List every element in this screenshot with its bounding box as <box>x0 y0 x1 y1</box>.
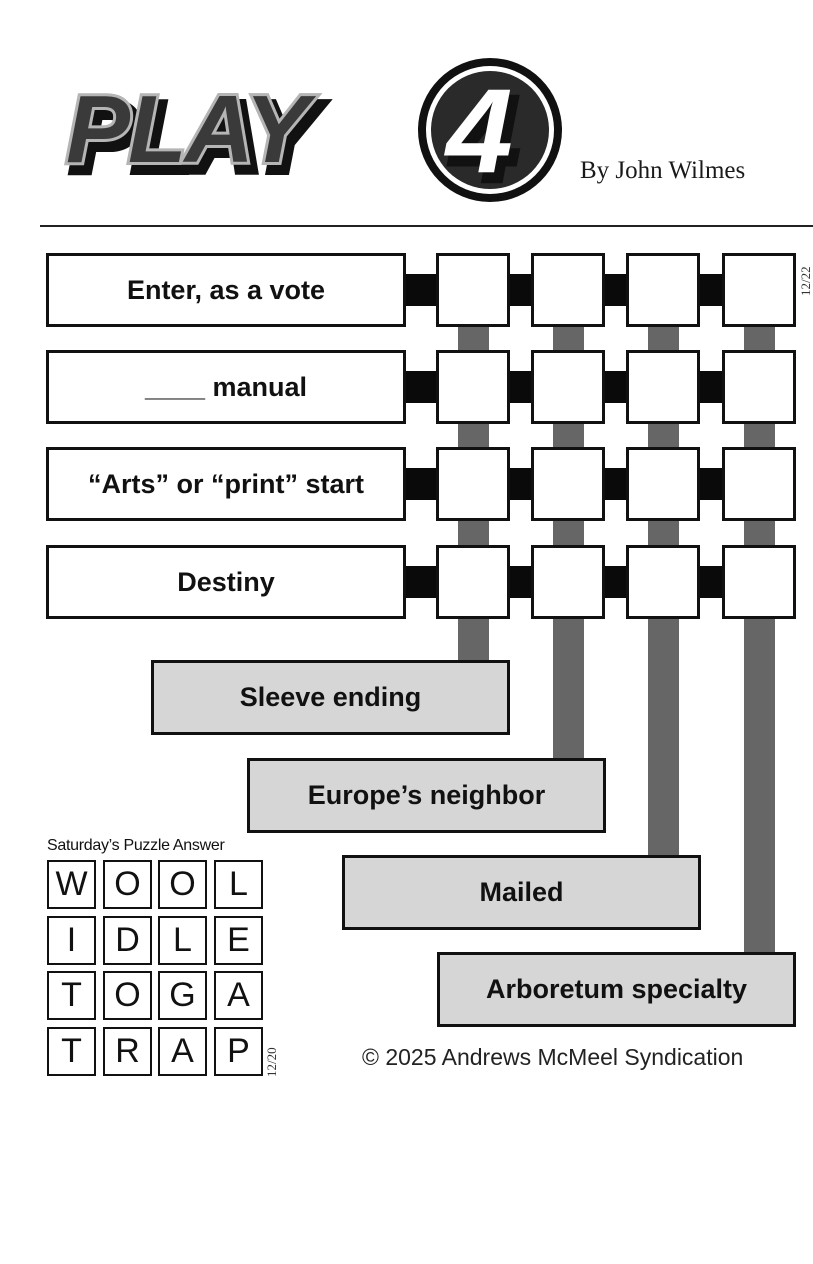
across-clue-box: Destiny <box>46 545 406 619</box>
byline: By John Wilmes <box>580 157 746 184</box>
answer-letter-cell: P <box>214 1027 263 1076</box>
logo-wordmark: PLAY PLAY <box>63 73 330 196</box>
across-connector <box>406 468 436 500</box>
across-clue-box: ____ manual <box>46 350 406 424</box>
answer-letter-cell: A <box>214 971 263 1020</box>
date-code: 12/22 <box>798 266 813 296</box>
logo-text: PLAY <box>66 76 317 183</box>
answer-letter-cell: T <box>47 1027 96 1076</box>
answer-letter-cell: T <box>47 971 96 1020</box>
letter-cell[interactable] <box>626 545 700 619</box>
logo-digit: 4 <box>444 64 513 198</box>
answer-letter-cell: E <box>214 916 263 965</box>
answer-letter-cell: A <box>158 1027 207 1076</box>
answer-letter-cell: L <box>158 916 207 965</box>
across-connector <box>700 566 722 598</box>
across-connector <box>406 274 436 306</box>
across-connector <box>605 371 626 403</box>
letter-cell[interactable] <box>626 447 700 521</box>
across-clue-text: ____ manual <box>144 371 308 402</box>
answer-letter-cell: W <box>47 860 96 909</box>
across-connector <box>510 566 531 598</box>
answer-letter-cell: O <box>103 860 152 909</box>
down-clue-text: Arboretum specialty <box>485 974 748 1004</box>
down-clue-box: Mailed <box>342 855 701 930</box>
letter-cell[interactable] <box>722 447 796 521</box>
across-connector <box>605 274 626 306</box>
down-clue-box: Arboretum specialty <box>437 952 796 1027</box>
across-clue-box: Enter, as a vote <box>46 253 406 327</box>
across-connector <box>510 468 531 500</box>
copyright: © 2025 Andrews McMeel Syndication <box>362 1044 744 1070</box>
across-connector <box>510 274 531 306</box>
across-clue-box: “Arts” or “print” start <box>46 447 406 521</box>
down-clue-text: Europe’s neighbor <box>307 780 546 810</box>
answer-letter-cell: O <box>158 860 207 909</box>
across-connector <box>700 371 722 403</box>
letter-cell[interactable] <box>436 545 510 619</box>
svg-text:PLAY: PLAY <box>72 84 323 191</box>
answer-letter-cell: L <box>214 860 263 909</box>
letter-cell[interactable] <box>722 545 796 619</box>
letter-cell[interactable] <box>531 545 605 619</box>
across-connector <box>700 274 722 306</box>
across-connector <box>605 566 626 598</box>
across-clue-text: “Arts” or “print” start <box>87 468 365 499</box>
across-connector <box>605 468 626 500</box>
letter-cell[interactable] <box>531 253 605 327</box>
letter-cell[interactable] <box>436 447 510 521</box>
header-divider <box>40 225 813 227</box>
previous-answer-title: Saturday’s Puzzle Answer <box>47 837 225 854</box>
down-clue-text: Sleeve ending <box>239 682 422 712</box>
answer-letter-cell: G <box>158 971 207 1020</box>
letter-cell[interactable] <box>436 350 510 424</box>
letter-cell[interactable] <box>722 350 796 424</box>
letter-cell[interactable] <box>531 447 605 521</box>
down-clue-box: Sleeve ending <box>151 660 510 735</box>
logo-circle-badge: 4 4 <box>418 58 562 209</box>
across-clue-text: Destiny <box>177 566 275 597</box>
previous-answer-date: 12/20 <box>264 1047 279 1077</box>
letter-cell[interactable] <box>436 253 510 327</box>
across-connector <box>510 371 531 403</box>
answer-letter-cell: I <box>47 916 96 965</box>
letter-cell[interactable] <box>722 253 796 327</box>
letter-cell[interactable] <box>626 350 700 424</box>
down-clue-box: Europe’s neighbor <box>247 758 606 833</box>
answer-letter-cell: D <box>103 916 152 965</box>
across-connector <box>406 566 436 598</box>
across-connector <box>700 468 722 500</box>
across-clue-text: Enter, as a vote <box>126 274 326 305</box>
answer-letter-cell: O <box>103 971 152 1020</box>
letter-cell[interactable] <box>531 350 605 424</box>
down-clue-text: Mailed <box>479 877 564 907</box>
across-connector <box>406 371 436 403</box>
play4-logo: PLAY PLAY 4 4 <box>63 58 562 209</box>
letter-cell[interactable] <box>626 253 700 327</box>
answer-letter-cell: R <box>103 1027 152 1076</box>
svg-text:4: 4 <box>450 72 519 206</box>
